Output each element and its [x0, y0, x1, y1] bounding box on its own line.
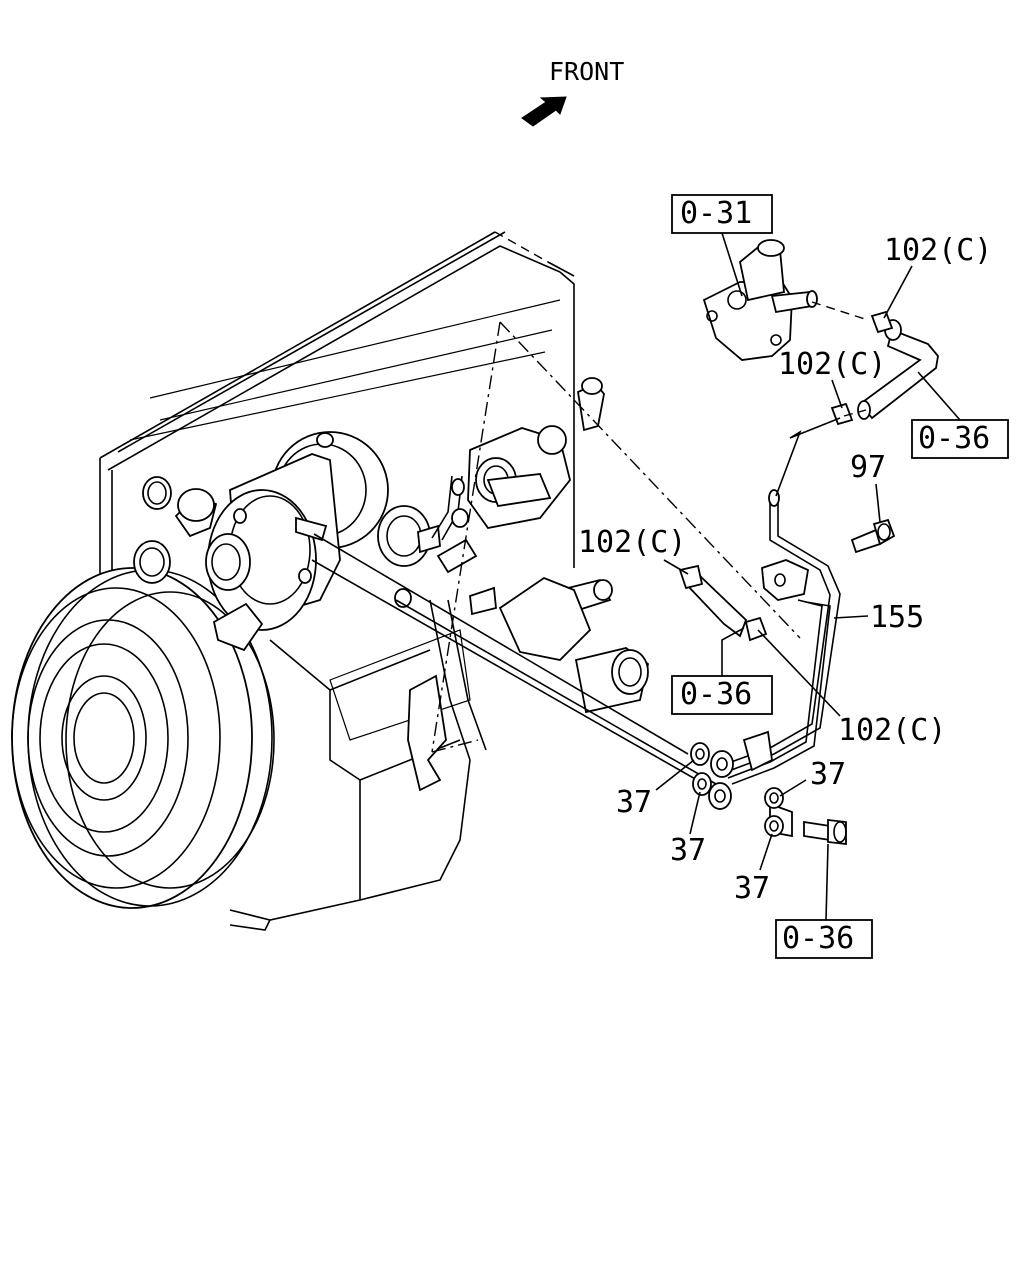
manifold-assembly	[394, 377, 650, 792]
callout-washer-b: 37	[670, 833, 706, 868]
ref-036-bottom-text: 0-36	[782, 921, 854, 956]
ref-036-mid-text: 0-36	[680, 677, 752, 712]
bolt-lower	[803, 818, 847, 846]
crank-pulley	[11, 567, 275, 909]
leader-line	[395, 599, 717, 785]
ref-box-0-36-top: 0-36	[911, 419, 1009, 459]
engine-block	[99, 231, 575, 931]
front-arrow-icon	[521, 96, 567, 127]
callout-clamp-left: 102(C)	[578, 525, 686, 560]
callout-clamp-right: 102(C)	[838, 713, 946, 748]
water-hose-lower	[678, 564, 768, 642]
ref-031-text: 0-31	[680, 196, 752, 231]
callout-washer-a: 37	[616, 785, 652, 820]
water-hose-upper	[857, 319, 939, 420]
pipe-fittings	[690, 742, 784, 837]
ref-036-top-text: 0-36	[918, 421, 990, 456]
ref-box-0-36-mid: 0-36	[671, 675, 773, 715]
callout-washer-d: 37	[734, 871, 770, 906]
thermostat-housing	[702, 239, 818, 361]
front-label: FRONT	[549, 57, 624, 86]
air-compressor	[174, 431, 389, 652]
bolt-97	[850, 518, 896, 554]
callout-washer-c: 37	[810, 757, 846, 792]
leader-line	[311, 559, 705, 785]
ref-box-0-36-bottom: 0-36	[775, 919, 873, 959]
callout-clamp-second: 102(C)	[778, 347, 886, 382]
callout-pipe-155: 155	[870, 600, 924, 635]
clamp-icon	[870, 310, 894, 334]
callout-bolt-97: 97	[850, 450, 886, 485]
callout-clamp-top: 102(C)	[884, 233, 992, 268]
ref-box-0-31: 0-31	[671, 194, 773, 234]
leader-line	[313, 533, 689, 755]
block-holes	[133, 476, 431, 584]
